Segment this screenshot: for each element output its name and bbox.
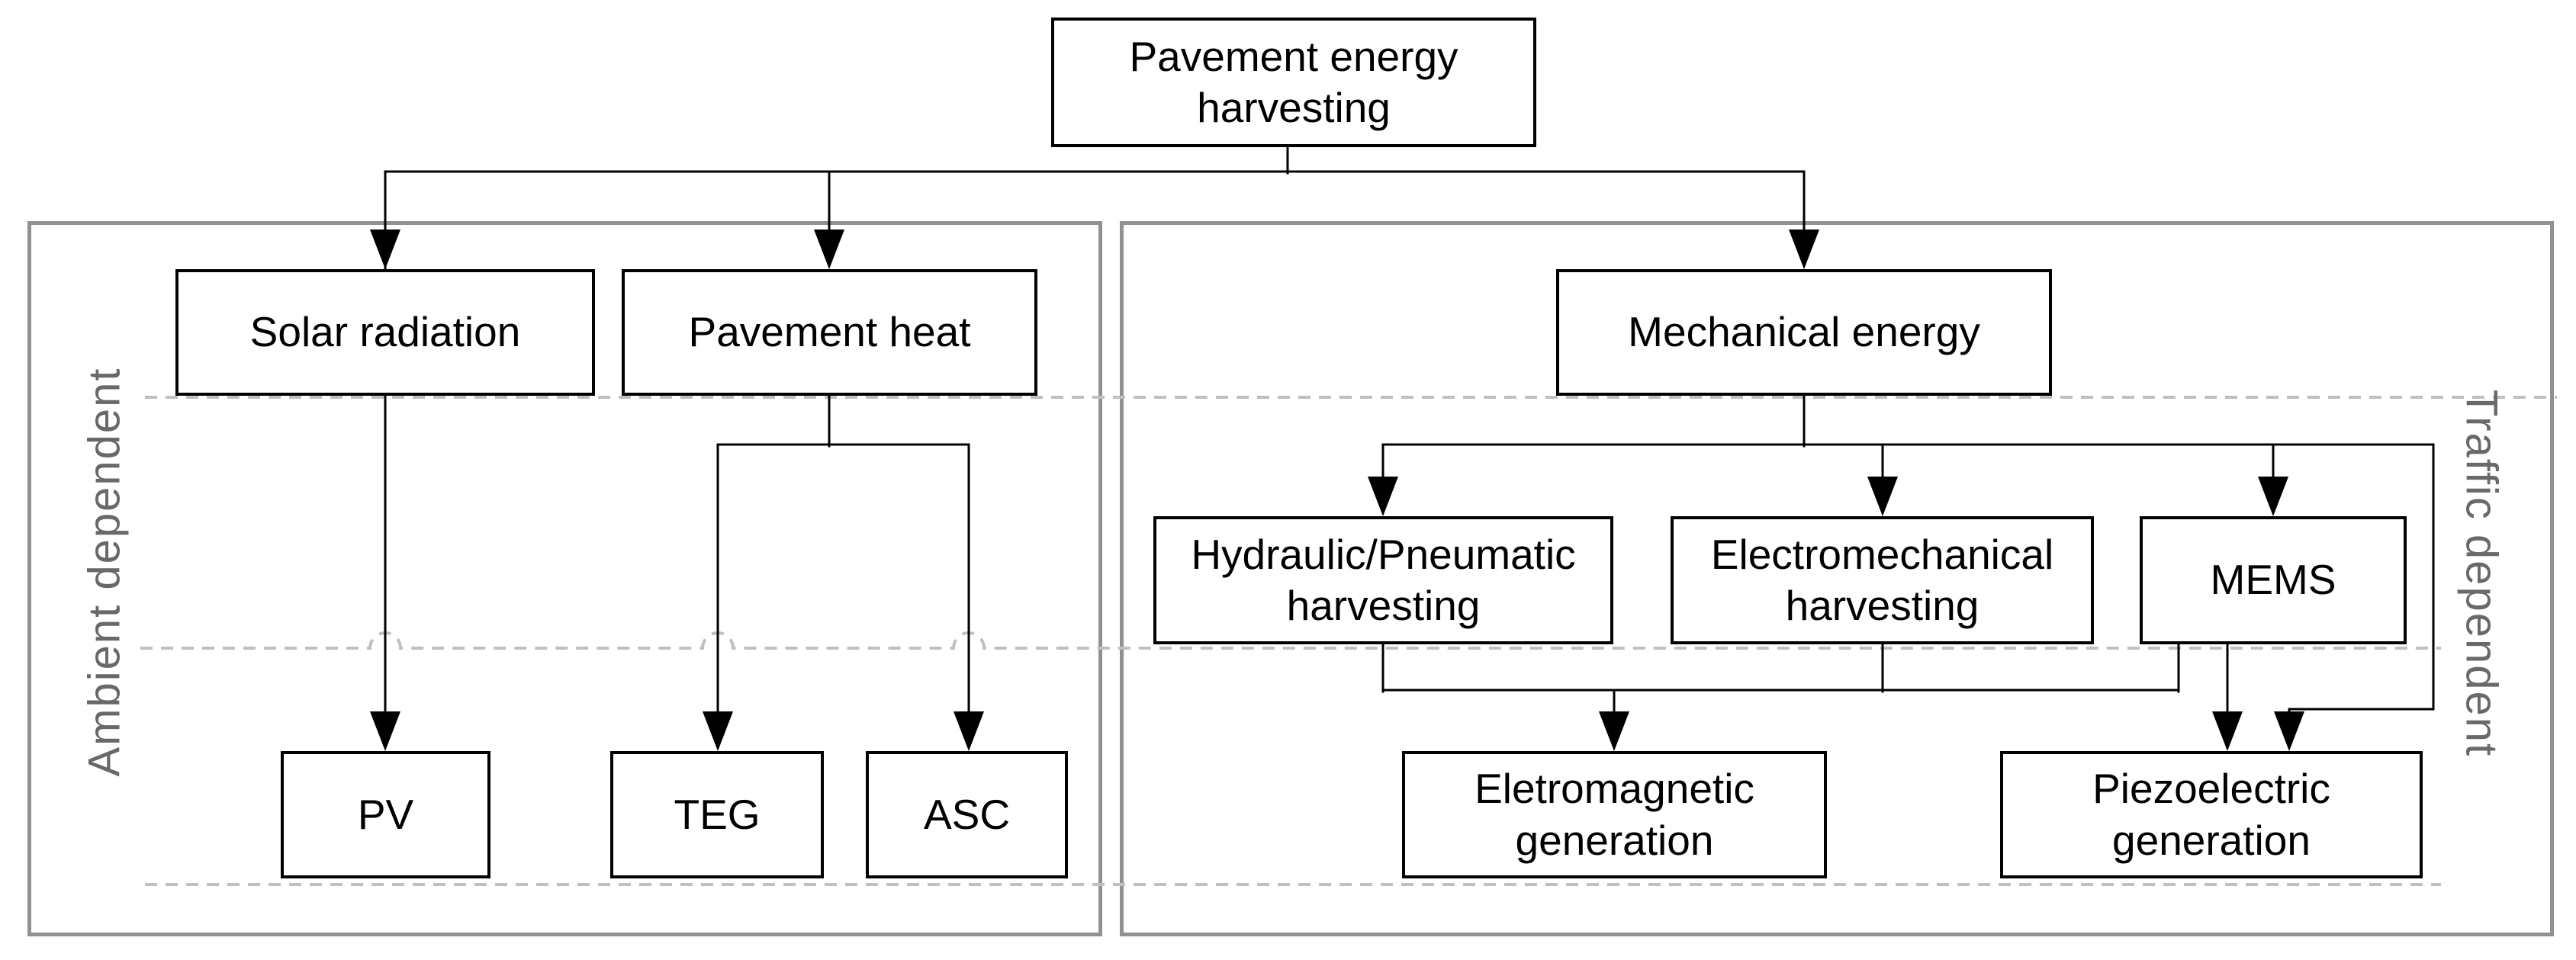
node-label: Mechanical energy [1628,308,1980,356]
node-solar-radiation: Solar radiation [175,269,595,396]
node-electromechanical-harvesting: Electromechanical harvesting [1671,516,2094,644]
arrowhead-mems [2258,477,2288,516]
node-electromagnetic-generation: Eletromagnetic generation [1402,751,1827,878]
node-label: PV [357,790,414,838]
node-pavement-energy-harvesting: Pavement energy harvesting [1051,18,1536,147]
node-teg: TEG [610,751,824,878]
arrowhead-pavement-heat [814,230,844,269]
arrowhead-pv [370,711,400,751]
node-label: Pavement energy harvesting [1129,32,1458,131]
node-label: ASC [923,790,1011,838]
connector-lines [384,144,2435,724]
node-label: Eletromagnetic generation [1475,765,1754,864]
node-label: Pavement heat [688,308,971,356]
arrowhead-electromagnetic [1599,711,1629,751]
arrowhead-piezo-right [2274,711,2304,751]
node-label: Solar radiation [249,308,521,356]
arrowhead-piezo-left [2212,711,2243,751]
node-asc: ASC [866,751,1068,878]
traffic-dependent-label: Traffic dependent [2456,389,2507,758]
node-label: MEMS [2210,556,2336,604]
node-pavement-heat: Pavement heat [622,269,1037,396]
arrowhead-teg [703,711,733,751]
node-mems: MEMS [2140,516,2407,644]
traffic-dependent-panel [1120,221,2554,936]
ambient-dependent-label: Ambient dependent [79,367,130,777]
arrowhead-asc [954,711,984,751]
node-label: Hydraulic/Pneumatic harvesting [1191,530,1576,629]
arrowhead-hydraulic [1368,477,1398,516]
node-label: TEG [674,790,761,838]
node-mechanical-energy: Mechanical energy [1556,269,2052,396]
node-piezoelectric-generation: Piezoelectric generation [2000,751,2423,878]
node-label: Electromechanical harvesting [1710,530,2054,629]
node-pv: PV [281,751,490,878]
arrowhead-solar [370,230,400,269]
ambient-dependent-panel [27,221,1102,936]
arrowheads [370,230,2304,751]
arrowhead-mechanical [1789,230,1819,269]
node-hydraulic-pneumatic-harvesting: Hydraulic/Pneumatic harvesting [1153,516,1613,644]
node-label: Piezoelectric generation [2092,765,2330,864]
arrowhead-electromechanical [1867,477,1898,516]
